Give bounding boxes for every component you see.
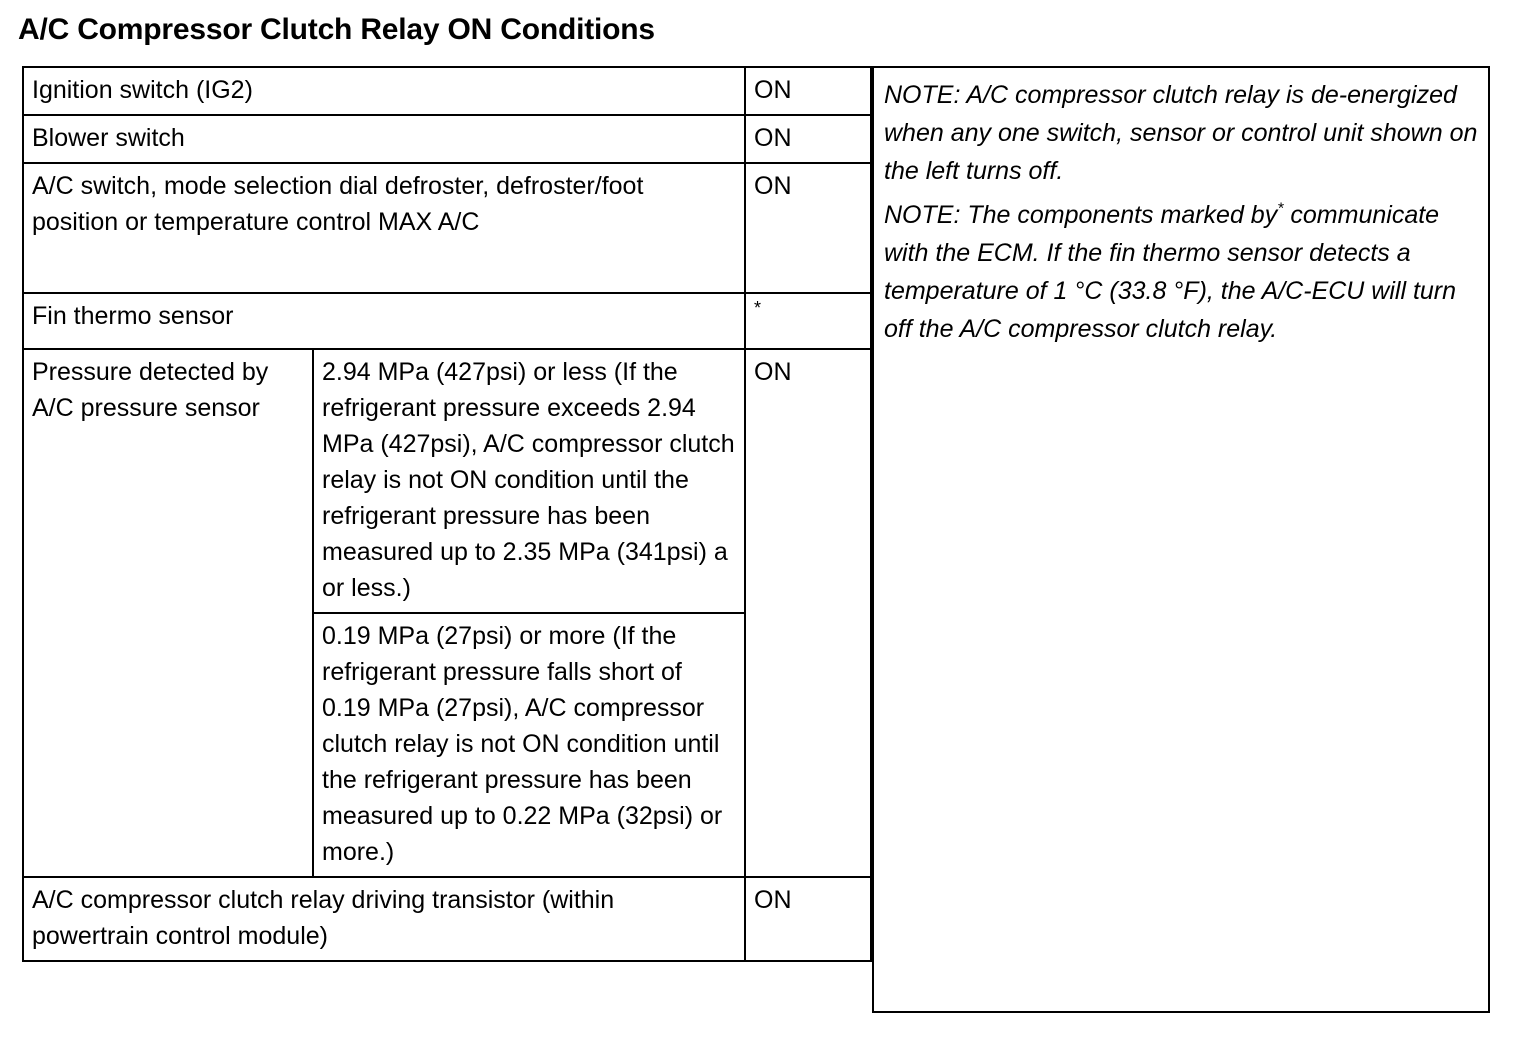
asterisk-superscript-icon: * [1277, 200, 1284, 218]
note2-trail-text: communicate with the ECM. If the fin the… [884, 201, 1457, 343]
condition-label: Pressure detected by A/C pressure sensor [22, 348, 314, 878]
conditions-table: Ignition switch (IG2) ON Blower switch O… [21, 66, 873, 962]
table-row: A/C compressor clutch relay driving tran… [21, 876, 873, 962]
table-row: Ignition switch (IG2) ON [21, 66, 873, 116]
table-row: Pressure detected by A/C pressure sensor… [22, 348, 873, 878]
table-row: Fin thermo sensor * [21, 292, 873, 350]
note-paragraph-2: NOTE: The components marked by* communic… [884, 196, 1478, 348]
table-row: A/C switch, mode selection dial defroste… [21, 162, 873, 294]
condition-label: Ignition switch (IG2) [21, 66, 747, 116]
note2-lead-text: NOTE: The components marked by [884, 201, 1278, 229]
condition-detail: 0.19 MPa (27psi) or more (If the refrige… [311, 612, 747, 878]
status-value: ON [744, 66, 873, 116]
condition-label: Fin thermo sensor [21, 292, 747, 350]
status-value: ON [744, 114, 873, 164]
status-value: ON [744, 348, 873, 878]
condition-label: A/C switch, mode selection dial defroste… [21, 162, 747, 294]
note-panel: NOTE: A/C compressor clutch relay is de-… [872, 66, 1490, 1013]
status-asterisk: * [744, 292, 873, 350]
table-row: 0.19 MPa (27psi) or more (If the refrige… [23, 612, 871, 878]
status-value: ON [744, 876, 873, 962]
condition-label: A/C compressor clutch relay driving tran… [21, 876, 747, 962]
note-paragraph-1: NOTE: A/C compressor clutch relay is de-… [884, 81, 1478, 185]
condition-detail: 2.94 MPa (427psi) or less (If the refrig… [311, 348, 747, 614]
asterisk-marker: * [754, 298, 762, 318]
table-row: Blower switch ON [21, 114, 873, 164]
condition-label: Blower switch [21, 114, 747, 164]
page-title: A/C Compressor Clutch Relay ON Condition… [18, 13, 655, 46]
status-value: ON [744, 162, 873, 294]
